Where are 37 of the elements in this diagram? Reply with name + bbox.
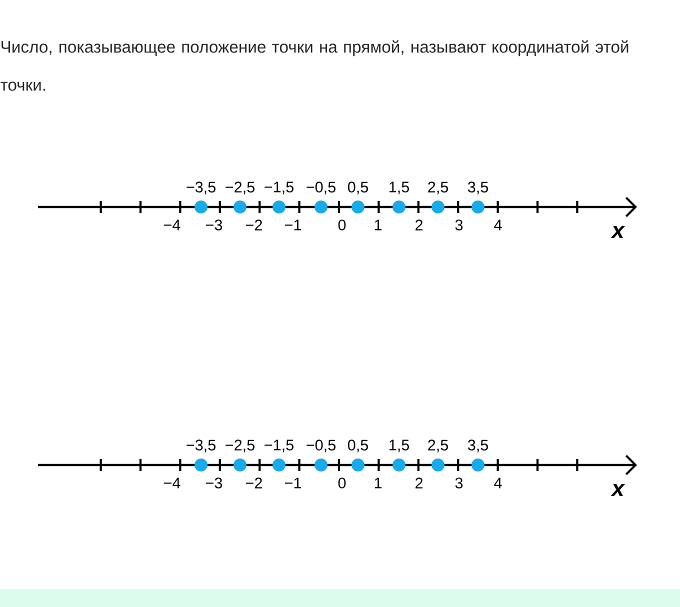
axis-label: x [610,226,626,238]
tick-label: 1 [374,220,382,230]
point-label: 1,5 [390,440,410,452]
point-label: 0,5 [348,440,368,452]
tick-label: 0 [338,478,346,488]
tick-label: 4 [494,220,502,230]
axis-label: x [610,484,626,496]
point-label: −3,5 [186,440,216,452]
tick-label: 2 [416,220,422,230]
point-label: −2,5 [226,440,254,452]
point-label: −0,5 [306,182,336,194]
tick-label: −4 [164,220,180,230]
tick-label: −4 [164,478,180,488]
tick-label: −3 [206,220,222,230]
paragraph: Число, показывающее положение точки на прямой, называют координатой этой точки. [0,40,628,91]
point-label: −0,5 [306,440,336,452]
point-label: −1,5 [264,440,294,452]
point-label: 0,5 [348,182,368,194]
tick-label: 4 [494,478,502,488]
tick-label: 0 [338,220,346,230]
point-label: 2,5 [428,182,448,194]
point-label: 2,5 [428,440,448,452]
point-label: −3,5 [186,182,216,194]
tick-label: −3 [206,478,222,488]
point-label: 3,5 [468,440,488,452]
tick-label: 2 [416,478,422,488]
tick-label: 3 [455,478,463,488]
point-label: −2,5 [226,182,254,194]
tick-label: −1 [285,220,301,230]
point-label: −1,5 [264,182,294,194]
point-label: 1,5 [390,182,410,194]
point-label: 3,5 [468,182,488,194]
tick-label: −2 [246,478,262,488]
tick-label: −2 [246,220,262,230]
tick-label: 3 [455,220,463,230]
tick-label: 1 [374,478,382,488]
tick-label: −1 [285,478,301,488]
